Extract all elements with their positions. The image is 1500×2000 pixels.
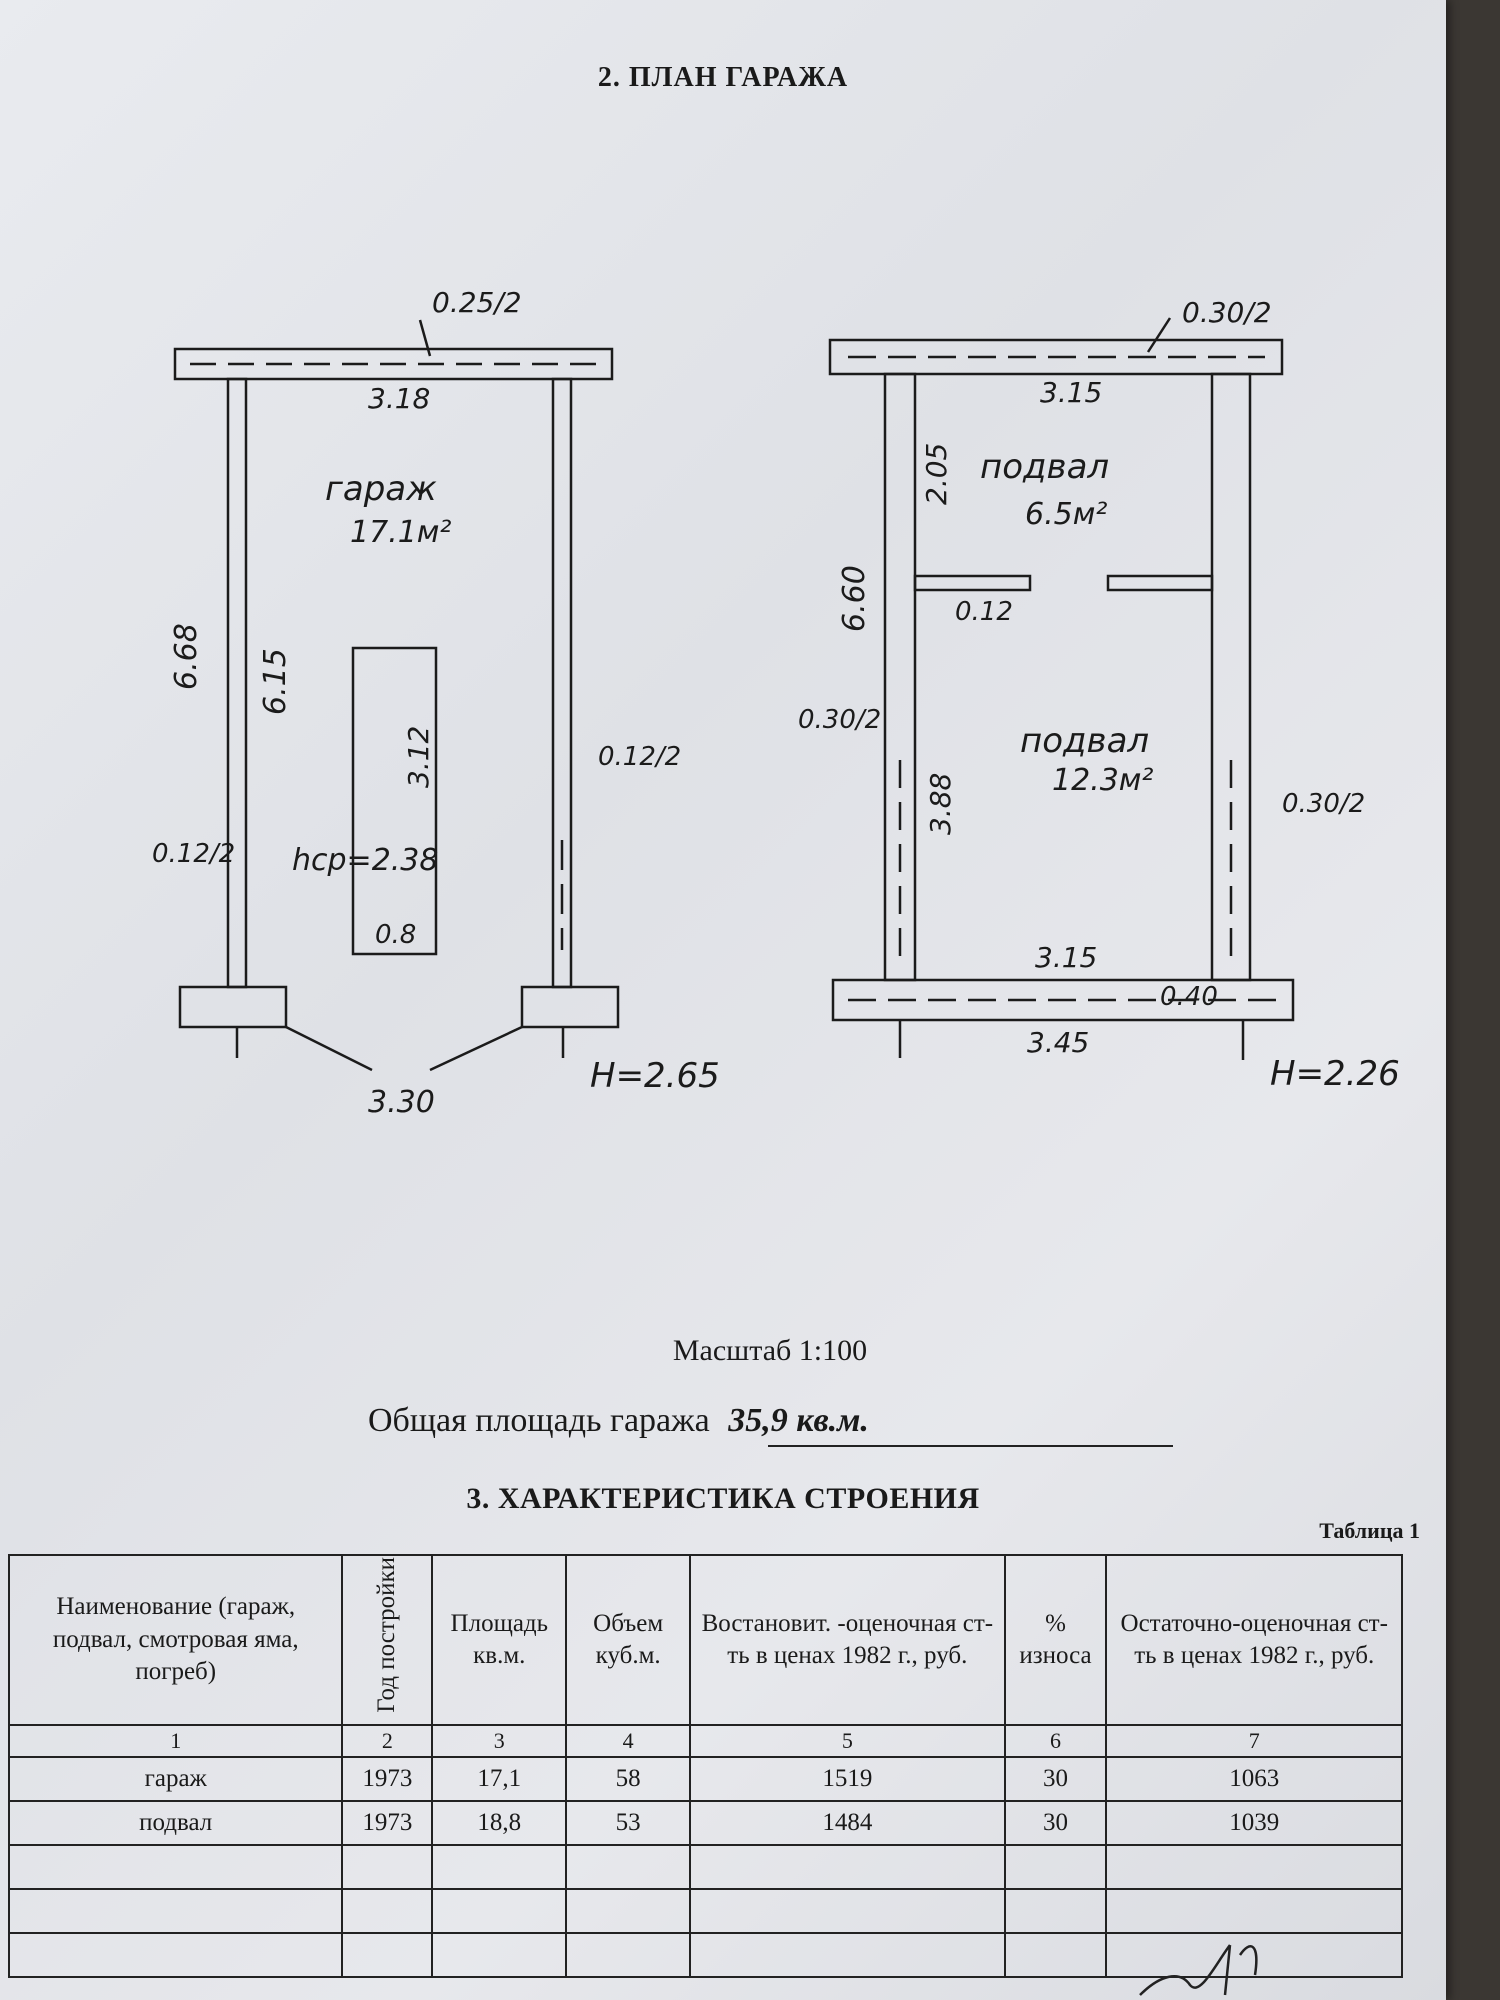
table-cell: 1063: [1105, 1756, 1403, 1802]
characteristics-table: Наименование (гараж, подвал, смотровая я…: [7, 1554, 1403, 1978]
basement-top-wall-label: 0.30/2: [1182, 296, 1272, 329]
header-wear: % износа: [1003, 1554, 1108, 1726]
garage-left-wall-label: 0.12/2: [152, 839, 235, 869]
room2-width: 3.15: [1035, 941, 1097, 974]
basement-top-wall: [828, 338, 1284, 376]
header-name: Наименование (гараж, подвал, смотровая я…: [7, 1554, 344, 1726]
garage-top-wall-label: 0.25/2: [432, 286, 522, 319]
garage-top-wall: [173, 347, 614, 381]
column-number: 6: [1003, 1724, 1108, 1758]
room2-length: 3.88: [924, 773, 957, 835]
basement-outer-width: 3.45: [1027, 1026, 1089, 1059]
pit-width: 0.8: [375, 920, 416, 950]
total-area: Общая площадь гаража 35,9 кв.м.: [368, 1402, 869, 1440]
plan-title: 2. ПЛАН ГАРАЖА: [597, 62, 849, 93]
garage-outer-length: 6.68: [169, 623, 204, 690]
garage-room-name: гараж: [325, 469, 437, 509]
header-area: Площадь кв.м.: [431, 1554, 568, 1726]
garage-top-wall-leader: [418, 319, 432, 357]
basement-top-wall-leader: [1146, 317, 1172, 353]
table-cell: подвал: [7, 1800, 344, 1846]
table-caption: Таблица 1: [1319, 1518, 1420, 1543]
table-row: гараж 1973 17,1 58 1519 30 1063: [7, 1756, 1403, 1802]
garage-drawing: [173, 319, 620, 1072]
room1-width: 3.15: [1040, 376, 1102, 409]
column-number: 1: [7, 1724, 344, 1758]
section-title: 3. ХАРАКТЕРИСТИКА СТРОЕНИЯ: [466, 1482, 980, 1515]
partition-thickness: 0.12: [955, 597, 1013, 627]
table-empty-row: [7, 1888, 1403, 1934]
table-cell: 1519: [689, 1756, 1006, 1802]
garage-floor-plan: 0.25/2 3.18 гараж 17.1м² 6.68 6.15 3.12 …: [152, 286, 1400, 1120]
room1-area: 6.5м²: [1025, 497, 1107, 532]
table-row: подвал 1973 18,8 53 1484 30 1039: [7, 1800, 1403, 1846]
table-empty-row: [7, 1844, 1403, 1890]
garage-room-area: 17.1м²: [350, 515, 451, 550]
garage-inner-width: 3.18: [368, 382, 430, 415]
basement-drawing: [828, 317, 1295, 1060]
column-number: 5: [689, 1724, 1006, 1758]
header-year-text: Год постройки: [373, 1557, 401, 1714]
table-empty-row: [7, 1932, 1403, 1978]
basement-left-wall-label: 0.30/2: [798, 705, 881, 735]
room1-name: подвал: [980, 447, 1109, 487]
header-restoration-value: Востановит. -оценочная ст-ть в ценах 198…: [689, 1554, 1006, 1726]
garage-inner-length: 6.15: [258, 648, 293, 715]
table-cell: 1039: [1105, 1800, 1403, 1846]
table-cell: 1973: [341, 1756, 434, 1802]
basement-right-wall-label: 0.30/2: [1282, 789, 1365, 819]
table-header-row: Наименование (гараж, подвал, смотровая я…: [7, 1554, 1403, 1726]
garage-opening-width: 3.30: [368, 1085, 435, 1120]
garage-gate-leaf-right: [429, 1025, 523, 1072]
table-cell: 1973: [341, 1800, 434, 1846]
basement-bottom-wall: [831, 978, 1295, 1022]
basement-height: H=2.26: [1270, 1054, 1400, 1094]
table-cell: 58: [565, 1756, 692, 1802]
column-number: 7: [1105, 1724, 1403, 1758]
column-number: 2: [341, 1724, 434, 1758]
basement-outer-length: 6.60: [837, 565, 872, 632]
table-cell: 17,1: [431, 1756, 568, 1802]
table-cell: 53: [565, 1800, 692, 1846]
partition-left: [913, 574, 1032, 592]
table-cell: 30: [1003, 1800, 1108, 1846]
pit-depth: hcp=2.38: [292, 843, 438, 878]
total-area-value: 35,9 кв.м.: [728, 1402, 869, 1439]
room2-name: подвал: [1020, 721, 1149, 761]
garage-height: H=2.65: [590, 1056, 720, 1096]
garage-left-wall: [226, 377, 248, 989]
header-year: Год постройки: [341, 1554, 434, 1726]
garage-gate-leaf-left: [285, 1025, 373, 1072]
column-number: 4: [565, 1724, 692, 1758]
table-cell: 18,8: [431, 1800, 568, 1846]
total-area-underline: [768, 1445, 1173, 1447]
pit-length: 3.12: [402, 726, 435, 788]
scale-label: Масштаб 1:100: [672, 1334, 868, 1367]
total-area-label: Общая площадь гаража: [368, 1402, 710, 1439]
signature: [1139, 1944, 1258, 1996]
column-number: 3: [431, 1724, 568, 1758]
inspection-pit: [351, 646, 438, 956]
basement-bottom-wall-label: 0.40: [1160, 982, 1218, 1012]
garage-left-pier: [178, 985, 288, 1029]
table-cell: гараж: [7, 1756, 344, 1802]
room2-area: 12.3м²: [1052, 763, 1153, 798]
garage-right-wall-label: 0.12/2: [598, 742, 681, 772]
header-residual-value: Остаточно-оценочная ст-ть в ценах 1982 г…: [1105, 1554, 1403, 1726]
garage-right-pier: [520, 985, 620, 1029]
partition-right: [1106, 574, 1214, 592]
table-cell: 30: [1003, 1756, 1108, 1802]
table-number-row: 1 2 3 4 5 6 7: [7, 1724, 1403, 1758]
room1-depth: 2.05: [920, 443, 953, 505]
table-cell: 1484: [689, 1800, 1006, 1846]
header-volume: Объем куб.м.: [565, 1554, 692, 1726]
